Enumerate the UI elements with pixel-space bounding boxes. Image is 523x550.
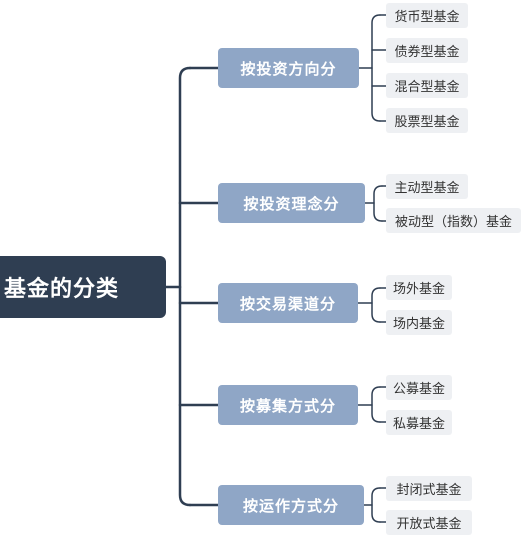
root-node: 基金的分类: [0, 256, 166, 318]
leaf-node: 场外基金: [386, 275, 452, 300]
leaf-node: 被动型（指数）基金: [386, 208, 521, 233]
category-label: 按投资方向分: [240, 59, 337, 78]
category-label: 按交易渠道分: [239, 294, 336, 313]
leaf-node: 混合型基金: [386, 73, 468, 98]
leaf-label: 封闭式基金: [396, 483, 462, 498]
leaf-node: 货币型基金: [386, 3, 468, 28]
leaf-label: 场外基金: [392, 282, 445, 297]
category-node-investment-direction: 按投资方向分: [218, 48, 359, 88]
category-node-operation-method: 按运作方式分: [218, 485, 364, 525]
category-label: 按投资理念分: [243, 194, 340, 213]
leaf-label: 开放式基金: [396, 517, 462, 532]
category-node-trading-channel: 按交易渠道分: [218, 283, 358, 323]
leaf-node: 场内基金: [386, 310, 452, 335]
leaf-node: 开放式基金: [386, 510, 472, 535]
leaf-label: 私募基金: [392, 417, 445, 432]
leaf-node: 封闭式基金: [386, 476, 472, 501]
leaf-label: 公募基金: [392, 382, 445, 397]
category-label: 按运作方式分: [242, 496, 339, 515]
leaf-label: 股票型基金: [394, 115, 460, 130]
leaf-node: 主动型基金: [386, 174, 468, 199]
leaf-label: 债券型基金: [394, 45, 460, 60]
category-node-fundraising-method: 按募集方式分: [218, 385, 358, 425]
leaf-node: 债券型基金: [386, 38, 468, 63]
leaf-label: 场内基金: [392, 317, 445, 332]
category-label: 按募集方式分: [239, 396, 336, 415]
leaf-label: 主动型基金: [394, 181, 460, 196]
category-node-investment-philosophy: 按投资理念分: [218, 183, 365, 223]
leaf-label: 混合型基金: [394, 80, 460, 95]
leaf-label: 被动型（指数）基金: [394, 215, 512, 230]
leaf-label: 货币型基金: [394, 10, 460, 25]
leaf-node: 私募基金: [386, 410, 452, 435]
leaf-node: 公募基金: [386, 375, 452, 400]
root-label: 基金的分类: [4, 277, 120, 302]
leaf-node: 股票型基金: [386, 108, 468, 133]
